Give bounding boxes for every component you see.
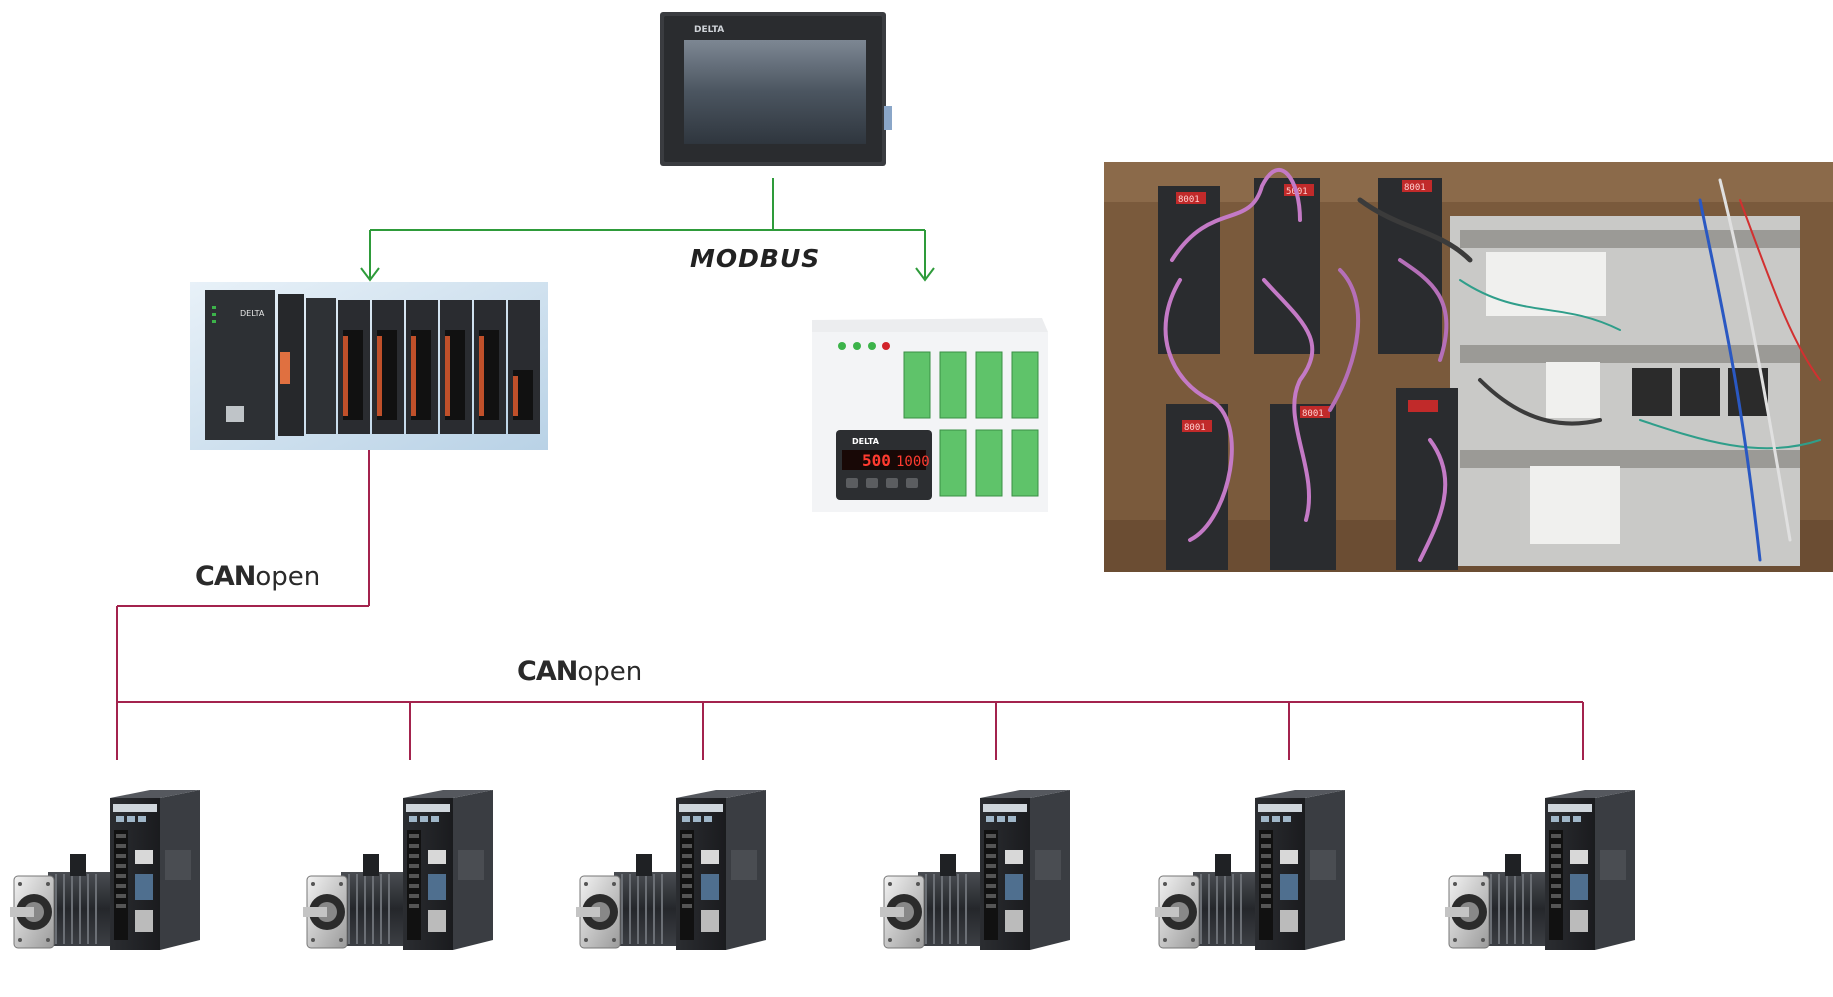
servo-drive-motor-row	[10, 790, 1636, 951]
canopen-label-lower-light: open	[577, 657, 643, 687]
servo-unit-3	[576, 790, 767, 951]
temperature-controller: 500 1000 DELTA	[812, 318, 1048, 512]
canopen-label-lower-bold: CAN	[517, 656, 578, 687]
servo-unit-1	[10, 790, 201, 951]
canopen-label-upper: CANopen	[195, 561, 320, 592]
drive-readout-5: 8001	[1302, 409, 1324, 419]
plc-io-modules	[338, 300, 540, 434]
hmi-brand-label: DELTA	[694, 25, 724, 35]
modbus-network-lines	[360, 178, 935, 282]
drive-readout-1: 8001	[1178, 195, 1200, 205]
servo-unit-6	[1445, 790, 1636, 951]
servo-unit-4	[880, 790, 1071, 951]
controller-sv-readout: 1000	[896, 454, 930, 470]
plc-brand-label: DELTA	[240, 309, 265, 318]
canopen-label-lower: CANopen	[517, 656, 642, 687]
hmi-touch-panel: DELTA	[660, 12, 892, 166]
canopen-network-lines	[116, 450, 1584, 760]
servo-unit-5	[1155, 790, 1346, 951]
servo-unit-2	[303, 790, 494, 951]
controller-terminal-blocks	[903, 351, 1039, 497]
drive-readout-4: 8001	[1184, 423, 1206, 433]
plc-rack: DELTA	[190, 282, 548, 450]
canopen-label-upper-bold: CAN	[195, 561, 256, 592]
controller-pv-readout: 500	[862, 451, 891, 470]
controller-brand-label: DELTA	[852, 437, 880, 446]
modbus-label: MODBUS	[690, 244, 821, 273]
canopen-label-upper-light: open	[255, 562, 321, 592]
cabinet-wiring	[1163, 168, 1821, 562]
drive-readout-3: 8001	[1404, 183, 1426, 193]
